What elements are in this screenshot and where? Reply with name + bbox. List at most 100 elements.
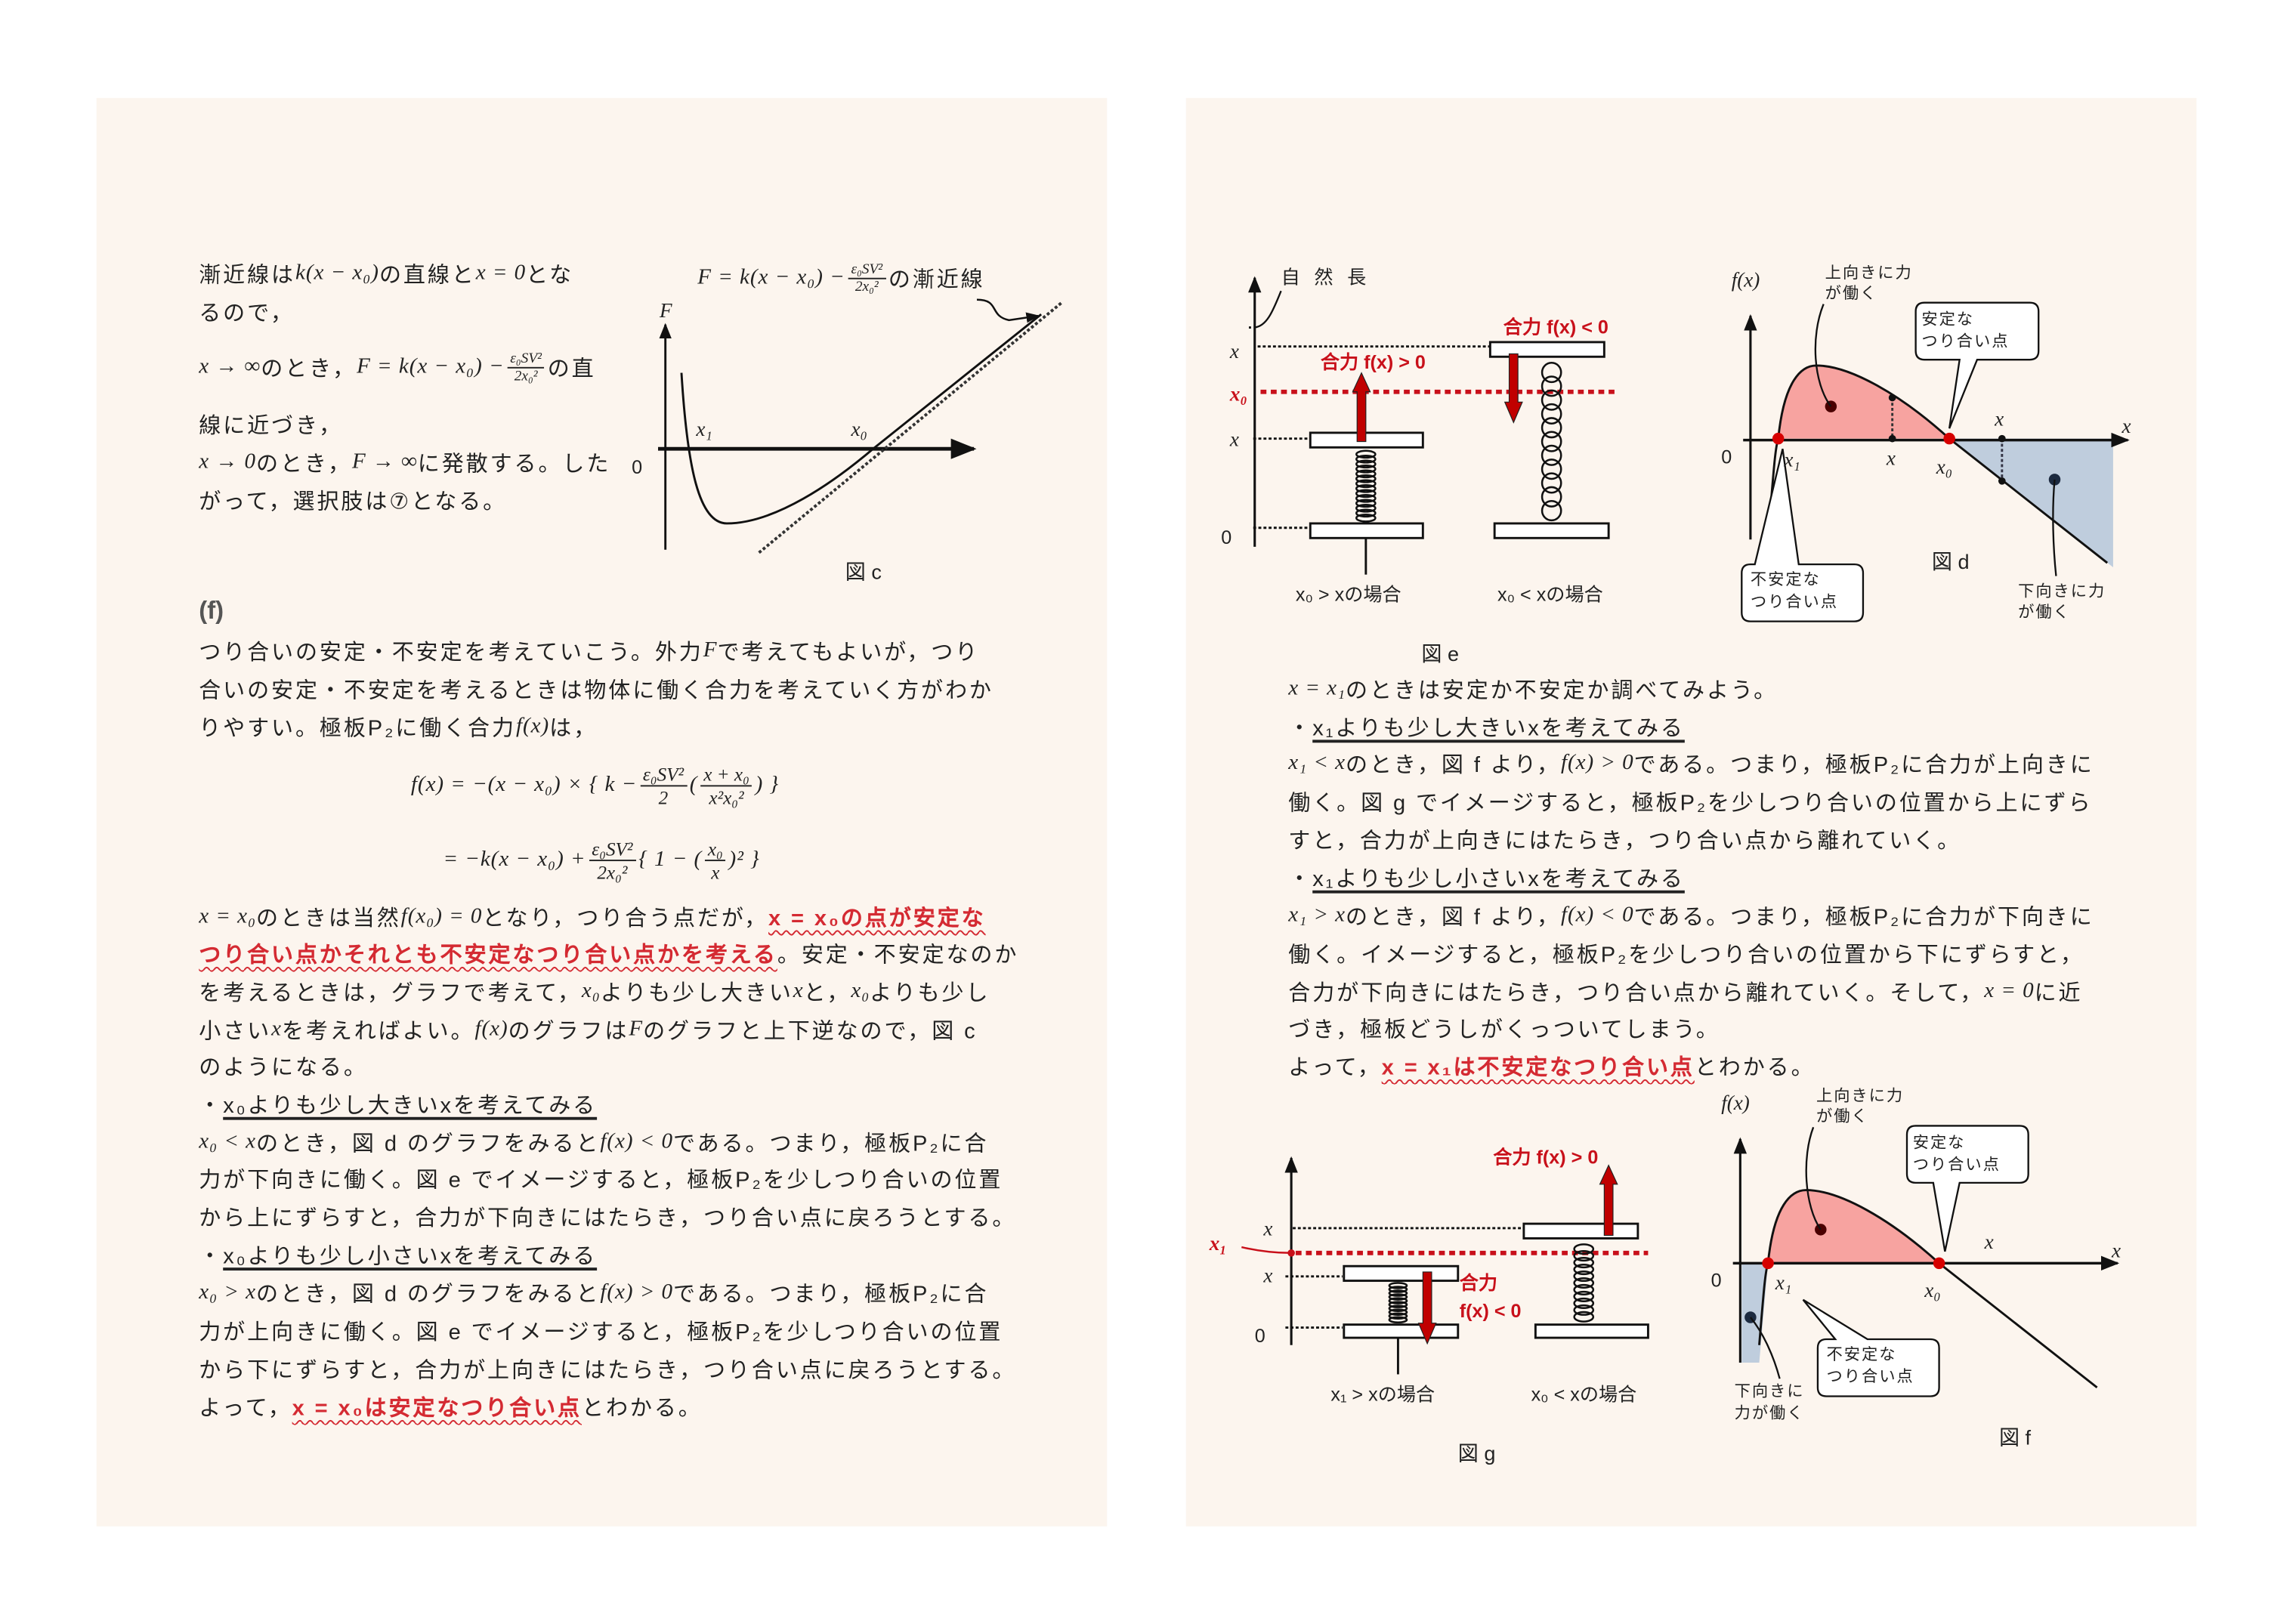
x-right-label: x [1994,407,2004,430]
origin-label: 0 [1221,527,1231,548]
underlined-heading: x₁よりも少し小さいxを考えてみる [1312,866,1685,891]
math-segment: F = k(x − x₀) − [357,354,505,378]
spring-coil [1541,361,1562,384]
text-segment: で考えてもよいが，つり [717,639,980,665]
text-segment: のときは安定か不安定か調べてみよう。 [1346,678,1778,703]
x1-point [1287,1249,1295,1257]
spring-coil [1388,1289,1408,1297]
math-segment: f(x) < 0 [1561,903,1634,927]
lower-plate-left [1309,522,1424,539]
text-segment: である。つまり，極板P₂に合 [673,1281,989,1307]
spring-coil [1355,449,1377,459]
up-force-label: が働く [1816,1107,1869,1125]
highlighted-text: x = x₀の点が安定な [768,906,986,931]
text-segment: のとき，図 f より， [1346,752,1562,777]
stable-callout-text: つり合い点 [1921,332,2009,350]
text-segment: 力が上向きに働く。図 e でイメージすると，極板P₂を少しつり合いの位置 [199,1319,1003,1345]
spring-coil [1573,1250,1595,1262]
text-segment: から上にずらすと，合力が下向きにはたらき，つり合い点に戻ろうとする。 [199,1205,1017,1230]
x1-label: x₁ [1209,1232,1227,1255]
spring-coil [1541,375,1562,397]
fraction-denominator: 2x₀² [854,278,879,295]
text-segment: ・ [1288,715,1313,741]
stable-callout [1914,301,2040,429]
up-force-label: が働く [1825,284,1878,302]
text-line: 力が上向きに働く。図 e でイメージすると，極板P₂を少しつり合いの位置 [199,1308,1003,1352]
natural-length-leader [1254,290,1282,329]
math-segment: x → ∞ [199,354,261,378]
text-segment: と， [803,980,851,1005]
text-line: のようになる。 [199,1044,368,1088]
force-arrow-up [1352,372,1371,443]
asymptote-line [758,301,1063,554]
text-line: 働く。イメージすると，極板P₂を少しつり合いの位置から下にずらすと， [1288,931,2084,975]
leader-line [1814,304,1832,407]
text-segment: 合力が下向きにはたらき，つり合い点から離れていく。そして， [1288,980,1985,1005]
math-segment: )² } [728,847,760,871]
unstable-point [1772,432,1785,445]
x-mark-label: x [1984,1230,1994,1253]
up-force-label: 上向きに力 [1825,264,1913,282]
text-segment: のとき，図 d のグラフをみると [256,1281,601,1307]
stable-callout-text: 安定な [1921,310,1974,329]
fraction-numerator: ε₀SV² [589,837,636,861]
text-line: よって，x = x₀は安定なつり合い点とわかる。 [199,1385,702,1428]
spring-coil [1541,458,1562,480]
unstable-callout-text: つり合い点 [1827,1367,1914,1385]
stable-point [1943,432,1955,445]
highlighted-text: つり合い点かそれとも不安定なつり合い点かを考える [199,942,777,968]
y-axis-label: f(x) [1721,1091,1750,1114]
spring-coil [1573,1283,1595,1295]
text-segment: のグラフは [508,1018,629,1044]
spring-coil [1573,1277,1595,1289]
math-segment: F [629,1017,644,1041]
spring-compressed [1355,449,1377,523]
text-segment: に近 [2034,980,2083,1005]
math-segment: x = 0 [1984,978,2035,1002]
math-segment: f(x) > 0 [600,1280,674,1304]
point [1888,434,1896,443]
spring-coil [1355,499,1377,508]
force-curve [1768,364,2109,564]
down-force-label: 力が働く [1735,1404,1805,1422]
figure-caption: 図 c [845,560,882,583]
unstable-callout [1802,1298,1940,1397]
math-segment: = −k(x − x₀) + [443,847,586,871]
force-down-label: f(x) < 0 [1460,1301,1522,1322]
upper-plate-right [1522,1222,1639,1240]
text-segment: よって， [199,1395,292,1421]
x0-label: x₀ [851,418,867,440]
text-segment: の漸近線 [888,267,985,292]
spring-coil [1541,431,1562,452]
spring-coil [1541,486,1562,508]
text-segment: つり合いの安定・不安定を考えていこう。外力 [199,639,703,665]
text-segment: から下にずらすと，合力が上向きにはたらき，つり合い点に戻ろうとする。 [199,1357,1017,1383]
fraction-numerator: ε₀SV² [848,261,885,279]
text-segment: である。つまり，極板P₂に合 [673,1131,989,1156]
force-curve [680,313,1043,525]
spring-compressed [1388,1282,1408,1324]
math-segment: x → 0 [199,449,257,474]
x0-label: x₀ [1229,382,1247,405]
spring-coil [1355,455,1377,464]
text-segment: りやすい。極板P₂に働く合力 [199,715,516,741]
text-segment: よって， [1288,1054,1382,1080]
text-segment: 。安定・不安定なのか [777,942,1019,968]
figure-c: F 0 x₁ x₀ 図 c [632,298,1063,583]
spring-coil [1388,1316,1408,1324]
down-force-label: が働く [2018,603,2071,621]
spring-coil [1541,417,1562,439]
figure-f: f(x) x x 0 x₁ x₀ 上向きに力 が働く 下向きに 力が働く 安定な… [1711,1086,2121,1449]
text-segment: は， [549,715,598,741]
text-line: すと，合力が上向きにはたらき，つり合い点から離れていく。 [1288,817,1961,861]
upper-plate-right [1488,341,1605,358]
up-force-label: 上向きに力 [1816,1086,1904,1104]
fraction-denominator: 2 [658,786,669,808]
